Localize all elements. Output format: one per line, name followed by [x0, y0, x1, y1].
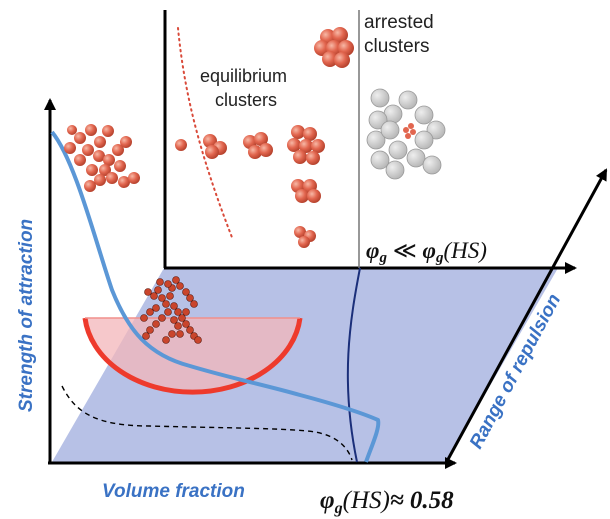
phi-hs-value-label: φg(HS)≈ 0.58	[320, 487, 454, 517]
equilibrium-clusters	[175, 27, 354, 248]
arrested-cluster-icon	[366, 88, 446, 180]
phase-dome-edge	[82, 317, 303, 395]
volume-fraction-plane	[52, 268, 558, 462]
glass-line	[346, 267, 361, 463]
volume-fraction-label: Volume fraction	[102, 481, 245, 502]
dotted-boundary-curve	[177, 27, 234, 241]
arrested-clusters-label-line1: arrested	[364, 12, 434, 33]
depth-axis	[444, 168, 608, 464]
arrested-clusters-label-line2: clusters	[364, 36, 429, 57]
fractal-cluster-top	[64, 124, 140, 192]
phi-comparison-label: φg ≪ φg(HS)	[366, 238, 487, 266]
strength-of-attraction-label: Strength of attraction	[16, 219, 37, 412]
main-blue-curve	[50, 130, 381, 463]
equilibrium-clusters-label-line1: equilibrium	[200, 66, 287, 86]
dashed-curve	[61, 385, 353, 461]
gel-cluster	[140, 276, 202, 344]
equilibrium-clusters-label-line2: clusters	[215, 90, 277, 110]
